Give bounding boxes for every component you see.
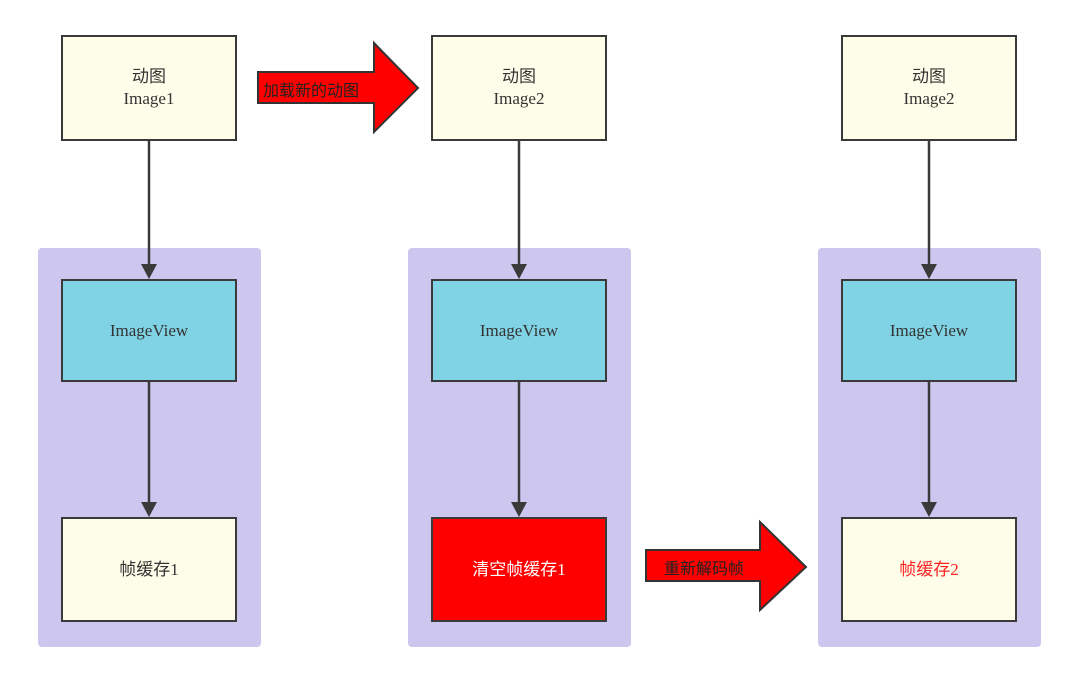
image1-node: 动图 Image1 <box>61 35 237 141</box>
redecode-arrow <box>645 519 808 613</box>
frame-cache-1-node: 帧缓存1 <box>61 517 237 622</box>
image2-node: 动图 Image2 <box>431 35 607 141</box>
image2-node-final: 动图 Image2 <box>841 35 1017 141</box>
edge-imageview-to-cache-1 <box>141 381 157 517</box>
node-line2: Image2 <box>493 89 545 108</box>
imageview-node-2: ImageView <box>431 279 607 382</box>
node-line1: 动图 <box>912 67 946 86</box>
node-line2: Image2 <box>903 89 955 108</box>
node-label: ImageView <box>479 320 559 340</box>
frame-cache-2-node: 帧缓存2 <box>841 517 1017 622</box>
imageview-node-1: ImageView <box>61 279 237 382</box>
edge-imageview-to-cache-2 <box>921 381 937 517</box>
node-label: 帧缓存1 <box>119 559 179 579</box>
edge-image2-to-imageview <box>511 140 527 279</box>
node-label: ImageView <box>109 320 189 340</box>
imageview-node-3: ImageView <box>841 279 1017 382</box>
load-new-label: 加载新的动图 <box>263 83 360 100</box>
node-line1: 动图 <box>132 67 166 86</box>
clear-frame-cache-node: 清空帧缓存1 <box>431 517 607 622</box>
node-line2: Image1 <box>123 89 175 108</box>
node-label: 清空帧缓存1 <box>472 559 566 579</box>
redecode-label: 重新解码帧 <box>664 561 745 578</box>
load-new-arrow <box>257 40 420 135</box>
node-label: 帧缓存2 <box>899 559 959 579</box>
edge-imageview-to-clear-cache <box>511 381 527 517</box>
edge-image1-to-imageview <box>141 140 157 279</box>
node-line1: 动图 <box>502 67 536 86</box>
edge-image2b-to-imageview <box>921 140 937 279</box>
node-label: ImageView <box>889 320 969 340</box>
